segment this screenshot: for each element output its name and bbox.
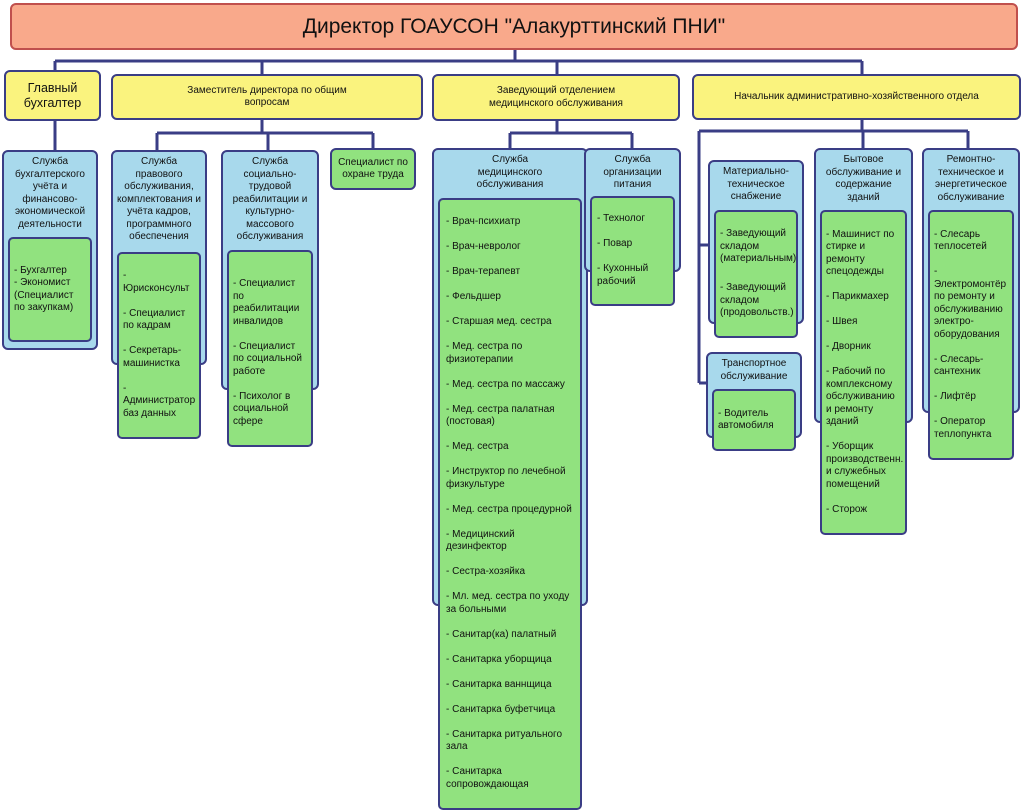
medical-head-title: Заведующий отделением медицинского обслу…	[489, 85, 623, 109]
list-item: - Мед. сестра палатная (постовая)	[446, 403, 555, 428]
list-item: - Санитарка ритуального зала	[446, 728, 563, 753]
household-service-title: Бытовое обслуживание и содержание зданий	[825, 154, 902, 203]
accounting-service-title: Служба бухгалтерского учёта и финансово-…	[14, 156, 86, 230]
list-item: - Уборщик производственн. и служебных по…	[826, 441, 904, 490]
list-item: - Экономист (Специалист по закупкам)	[14, 277, 74, 313]
list-item: - Врач-психиатр	[446, 216, 521, 227]
list-item: - Лифтёр	[934, 391, 976, 402]
maintenance-staff-list: - Слесарь теплосетей - Электромонтёр по …	[928, 210, 1014, 460]
accounting-service-box: Служба бухгалтерского учёта и финансово-…	[2, 150, 98, 350]
list-item: - Оператор теплопункта	[934, 416, 992, 440]
list-item: - Кухонный рабочий	[597, 263, 649, 287]
list-item: - Слесарь теплосетей	[934, 228, 987, 253]
list-item: - Заведующий складом (материальным)	[720, 228, 797, 264]
legal-hr-service-box: Служба правового обслуживания, комплекто…	[111, 150, 207, 439]
list-item: - Санитарка буфетчица	[446, 703, 556, 715]
social-rehab-service-box: Служба социально-трудовой реабилитации и…	[221, 150, 319, 447]
medical-service-title: Служба медицинского обслуживания	[476, 154, 544, 190]
catering-service-title: Служба организации питания	[603, 154, 662, 190]
transport-staff-list: - Водитель автомобиля	[712, 389, 796, 451]
medical-service-box: Служба медицинского обслуживания - Врач-…	[432, 148, 588, 810]
list-item: - Слесарь-сантехник	[934, 353, 984, 378]
labor-safety-specialist-box: Специалист по охране труда	[330, 148, 416, 190]
list-item: - Специалист по реабилитации инвалидов	[233, 278, 300, 327]
maintenance-service-title: Ремонтно-техническое и энергетическое об…	[935, 154, 1007, 203]
list-item: - Санитарка ваннщица	[446, 678, 552, 690]
admin-head-title: Начальник административно-хозяйственного…	[734, 90, 979, 102]
list-item: - Бухгалтер	[14, 264, 67, 276]
list-item: - Машинист по стирке и ремонту спецодежд…	[826, 228, 895, 278]
chief-accountant-title: Главный бухгалтер	[23, 80, 82, 110]
list-item: - Врач-терапевт	[446, 266, 521, 277]
material-supply-box: Материально-техническое снабжение - Заве…	[708, 160, 804, 338]
household-staff-list: - Машинист по стирке и ремонту спецодежд…	[820, 210, 907, 535]
list-item: - Дворник	[826, 341, 871, 352]
list-item: - Мед. сестра по массажу	[446, 378, 565, 390]
list-item: - Сестра-хозяйка	[446, 566, 526, 577]
list-item: - Технолог	[597, 213, 646, 224]
medical-staff-list: - Врач-психиатр - Врач-невролог - Врач-т…	[438, 197, 582, 810]
list-item: - Психолог в социальной сфере	[233, 390, 291, 427]
list-item: - Мед. сестра по физиотерапии	[446, 341, 523, 365]
list-item: - Старшая мед. сестра	[446, 316, 552, 327]
transport-service-title: Транспортное обслуживание	[720, 358, 788, 382]
list-item: - Электромонтёр по ремонту и обслуживани…	[934, 266, 1007, 340]
list-item: - Инструктор по лечебной физкультуре	[446, 466, 566, 490]
list-item: - Секретарь-машинистка	[123, 345, 182, 369]
legal-hr-service-title: Служба правового обслуживания, комплекто…	[117, 156, 201, 242]
list-item: - Санитар(ка) палатный	[446, 628, 557, 640]
list-item: - Повар	[597, 238, 633, 249]
list-item: - Администратор баз данных	[123, 382, 196, 419]
transport-service-box: Транспортное обслуживание - Водитель авт…	[706, 352, 802, 451]
list-item: - Мл. мед. сестра по уходу за больными	[446, 591, 570, 615]
list-item: - Заведующий складом (продовольств.)	[720, 282, 794, 318]
labor-safety-specialist-title: Специалист по охране труда	[338, 156, 408, 181]
list-item: - Мед. сестра	[446, 441, 509, 452]
director-box: Директор ГОАУСОН "Алакурттинский ПНИ"	[10, 3, 1018, 50]
maintenance-service-box: Ремонтно-техническое и энергетическое об…	[922, 148, 1020, 460]
admin-head-box: Начальник административно-хозяйственного…	[692, 74, 1021, 120]
list-item: - Водитель автомобиля	[718, 407, 774, 432]
list-item: - Специалист по кадрам	[123, 307, 186, 332]
deputy-director-title: Заместитель директора по общим вопросам	[187, 84, 347, 109]
list-item: - Санитарка сопровождающая	[446, 766, 529, 790]
deputy-director-box: Заместитель директора по общим вопросам	[111, 74, 423, 120]
list-item: - Швея	[826, 316, 858, 327]
household-service-box: Бытовое обслуживание и содержание зданий…	[814, 148, 913, 535]
list-item: - Медицинский дезинфектор	[446, 528, 515, 553]
list-item: - Рабочий по комплексному обслуживанию и…	[826, 366, 895, 427]
list-item: - Юрисконсульт	[123, 270, 190, 294]
social-rehab-service-title: Служба социально-трудовой реабилитации и…	[232, 156, 308, 242]
material-supply-staff-list: - Заведующий складом (материальным) - За…	[714, 209, 798, 338]
accounting-staff-list: - Бухгалтер - Экономист (Специалист по з…	[8, 237, 92, 342]
material-supply-title: Материально-техническое снабжение	[723, 166, 789, 202]
director-title: Директор ГОАУСОН "Алакурттинский ПНИ"	[302, 14, 726, 38]
list-item: - Врач-невролог	[446, 241, 521, 252]
list-item: - Парикмахер	[826, 291, 889, 302]
list-item: - Специалист по социальной работе	[233, 340, 303, 377]
catering-staff-list: - Технолог - Повар - Кухонный рабочий	[590, 195, 675, 306]
connector-lines	[53, 50, 970, 385]
list-item: - Санитарка уборщица	[446, 653, 552, 665]
list-item: - Мед. сестра процедурной	[446, 503, 572, 515]
list-item: - Сторож	[826, 503, 868, 515]
chief-accountant-box: Главный бухгалтер	[4, 70, 101, 121]
catering-service-box: Служба организации питания - Технолог - …	[584, 148, 681, 306]
medical-head-box: Заведующий отделением медицинского обслу…	[432, 74, 680, 121]
list-item: - Фельдшер	[446, 291, 501, 302]
social-rehab-staff-list: - Специалист по реабилитации инвалидов -…	[227, 249, 313, 447]
legal-hr-staff-list: - Юрисконсульт - Специалист по кадрам - …	[117, 251, 201, 439]
